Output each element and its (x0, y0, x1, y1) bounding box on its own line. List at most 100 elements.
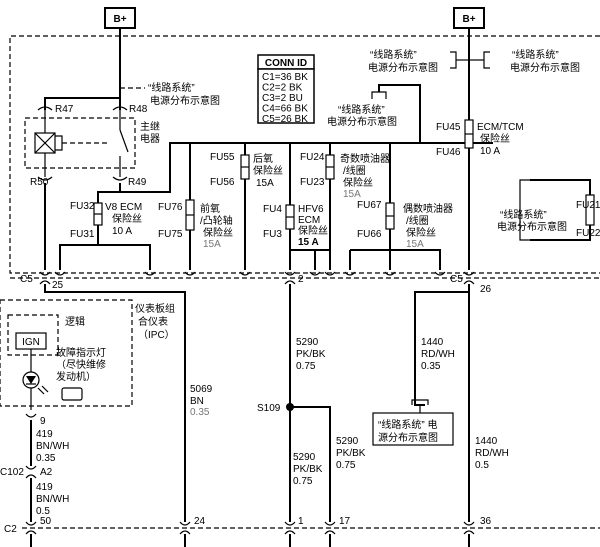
connector-c2-label: C2 (4, 524, 17, 535)
fuse-fu21-label: FU21 (576, 200, 600, 211)
fuse-v8-line3: 10 A (112, 226, 132, 237)
fuse-even-line3: 保险丝 (406, 226, 436, 239)
wire-hfv6-branch (290, 249, 331, 270)
ref-bracket-right (519, 179, 530, 241)
relay-r49-label: R49 (128, 177, 147, 188)
relay-label-line2: 电器 (140, 132, 160, 145)
ref-bottom-box (372, 412, 454, 446)
conn-id-row: C3=2 BU (262, 93, 303, 104)
relay-r47-terminal (37, 106, 53, 111)
ipc-title-line3: （IPC） (138, 329, 175, 341)
fuse-even-line1: 偶数喷油器 (403, 202, 453, 215)
wire-1440-to-ref (414, 284, 470, 406)
fuse-fu23-label: FU23 (300, 177, 325, 188)
fuse-odd-line1: 奇数喷油器 (340, 152, 390, 165)
fuse-rear-line2: 保险丝 (253, 164, 283, 177)
connector-a2: A2 (40, 467, 53, 478)
ref-top-right-line2: 电源分布示意图 (510, 61, 580, 74)
fuse-even-line2: /线圈 (406, 214, 429, 227)
wire-5069-line1: 5069 (190, 384, 213, 395)
fuse-front-line1: 前氧 (200, 202, 220, 215)
fuse-fu67-label: FU67 (357, 200, 382, 211)
power-label-left: B+ (113, 14, 126, 25)
relay-r50-terminal (37, 176, 53, 181)
wire-5069 (44, 284, 186, 522)
wire-5290a-line3: 0.75 (296, 361, 316, 372)
wire-1440b-line2: RD/WH (475, 448, 509, 459)
wire-419b-line1: 419 (36, 482, 53, 493)
fuse-ecm-line3: 10 A (480, 146, 500, 157)
relay-r49-terminal (112, 176, 128, 181)
ref-bracket-top-mid (450, 51, 457, 69)
wire-5290c-line3: 0.75 (336, 460, 356, 471)
ref-top-mid-line2: 电源分布示意图 (368, 61, 438, 74)
ipc-mil-line2: （尽快维修 (56, 358, 106, 371)
connector-c5-right-label: C5 (450, 274, 463, 285)
relay-r48-label: R48 (129, 104, 148, 115)
wire-relay-coil-feed (44, 97, 120, 110)
connector-pin-9: 9 (40, 416, 46, 427)
ipc-title-line1: 仪表板组 (135, 302, 175, 315)
ref-top-left-line1: “线路系统” (148, 81, 195, 94)
ipc-mil-line3: 发动机） (56, 370, 96, 383)
fuse-fu22-label: FU22 (576, 228, 600, 239)
ref-bracket-mid (371, 91, 387, 99)
wire-5290a-line2: PK/BK (296, 349, 326, 360)
fuse-fu21-fu22 (585, 194, 595, 226)
fuse-odd-line4: 15A (343, 189, 361, 200)
relay-diode (55, 135, 63, 151)
wire-fuse-bus (120, 142, 493, 193)
ipc-title-line2: 合仪表 (138, 315, 168, 328)
fuse-v8-line2: 保险丝 (112, 212, 142, 225)
connector-pin-1: 1 (298, 516, 304, 527)
wire-fu31-branch (98, 244, 151, 270)
fuse-fu76-label: FU76 (158, 202, 183, 213)
ref-right-line2: 电源分布示意图 (497, 220, 567, 233)
fuse-fu56-label: FU56 (210, 177, 235, 188)
connector-pin-17: 17 (339, 516, 351, 527)
connector-pin-36: 36 (480, 516, 492, 527)
fuse-fu4-label: FU4 (263, 204, 282, 215)
conn-id-row: C4=66 BK (262, 104, 308, 115)
fuse-rear-line3: 15A (256, 178, 274, 189)
fuse-fu32-label: FU32 (70, 201, 95, 212)
wire-1440b-line1: 1440 (475, 436, 498, 447)
fuse-hfv6-line4: 15 A (298, 237, 319, 248)
ref-mid-line1: “线路系统” (338, 103, 385, 116)
fuse-hfv6-line2: ECM (298, 215, 320, 226)
wire-5290a-line1: 5290 (296, 337, 319, 348)
fuse-block-outline (9, 35, 600, 274)
fuse-ecm-line2: 保险丝 (480, 132, 510, 145)
ref-top-right-line1: “线路系统” (512, 48, 559, 61)
ref-right-line1: “线路系统” (500, 208, 547, 221)
fuse-fu24-label: FU24 (300, 152, 325, 163)
wire-5290-branch (290, 406, 331, 522)
wire-1440a-line3: 0.35 (421, 361, 441, 372)
relay-switch-contact (119, 129, 129, 153)
wire-mid-ref (378, 84, 421, 143)
wire-fu31-out (59, 225, 99, 270)
wire-419a-line3: 0.35 (36, 453, 56, 464)
fuse-fu55-label: FU55 (210, 152, 235, 163)
ref-bottom-line2: 源分布示意图 (378, 431, 438, 444)
connector-pin-25: 25 (52, 280, 64, 291)
connector-c102-label: C102 (0, 467, 24, 478)
fuse-v8-line1: V8 ECM (105, 202, 142, 213)
relay-label-line1: 主继 (140, 120, 160, 133)
wire-5290c-line2: PK/BK (336, 448, 366, 459)
fuse-hfv6-line3: 保险丝 (298, 224, 328, 237)
power-label-right: B+ (462, 14, 475, 25)
connector-pin-26: 26 (480, 284, 492, 295)
conn-id-title: CONN ID (265, 58, 307, 69)
ipc-logic-box (7, 314, 59, 356)
relay-r48-terminal (112, 106, 128, 111)
fuse-front-line3: 保险丝 (203, 226, 233, 239)
fuse-odd-line3: 保险丝 (343, 176, 373, 189)
connector-c5-left-label: C5 (20, 274, 33, 285)
wire-419b-line2: BN/WH (36, 494, 69, 505)
wire-5069-line2: BN (190, 396, 204, 407)
wire-5290b-line1: 5290 (293, 452, 316, 463)
fuse-fu66-label: FU66 (357, 229, 382, 240)
fuse-fu75-label: FU75 (158, 229, 183, 240)
